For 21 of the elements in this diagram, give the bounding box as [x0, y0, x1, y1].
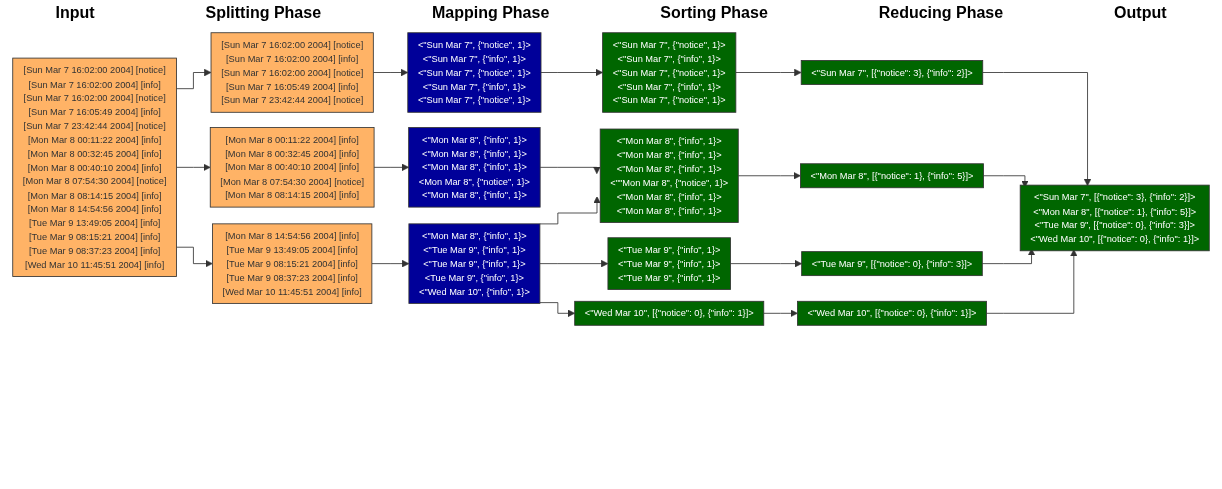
phase-heading: Input — [55, 4, 95, 22]
node-box: [Mon Mar 8 14:54:56 2004] [info] [Tue Mar 9 13:49:05 2004] [info] [Tue Mar 9 08:15:21 2004] [info] [Tue Mar 9 08:37:23 2004] [info] [Wed Mar 10 11:45:51 2004] [info] — [212, 223, 373, 304]
node-box: <"Mon Mar 8", {"info", 1}> <"Tue Mar 9", {"info", 1}> <"Tue Mar 9", {"info", 1}> <Tue Mar 9", {"info", 1}> <"Wed Mar 10", {"info", 1}> — [408, 223, 541, 304]
phase-heading: Splitting Phase — [205, 4, 322, 22]
phase-heading: Sorting Phase — [660, 4, 768, 22]
node-box: <"Sun Mar 7", [{"notice": 3}, {"info": 2}]> — [800, 60, 984, 85]
node-box: [Mon Mar 8 00:11:22 2004] [info] [Mon Mar 8 00:32:45 2004] [info] [Mon Mar 8 00:40:10 2004] [info] [Mon Mar 8 07:54:30 2004] [notice] [Mon Mar 8 08:14:15 2004] [info] — [209, 127, 375, 208]
node-box: <"Mon Mar 8", [{"notice": 1}, {"info": 5}]> — [800, 163, 984, 189]
node-box: <"Mon Mar 8", {"info", 1}> <"Mon Mar 8", {"info", 1}> <"Mon Mar 8", {"info", 1}> <""Mon Mar 8", {"notice", 1}> <"Mon Mar 8", {"info", 1}> <"Mon Mar 8", {"info", 1}> — [599, 128, 739, 223]
phase-heading: Output — [1114, 4, 1167, 22]
node-box: <"Tue Mar 9", {"info", 1}> <"Tue Mar 9", {"info", 1}> <"Tue Mar 9", {"info", 1}> — [607, 237, 731, 290]
node-box: <"Wed Mar 10", [{"notice": 0}, {"info": 1}]> — [797, 300, 987, 326]
phase-heading: Reducing Phase — [878, 4, 1004, 22]
node-box: <"Sun Mar 7", {"notice", 1}> <"Sun Mar 7", {"info", 1}> <"Sun Mar 7", {"notice", 1}> <"Sun Mar 7", {"info", 1}> <"Sun Mar 7", {"notice", 1}> — [602, 32, 737, 113]
node-box: <"Tue Mar 9", [{"notice": 0}, {"info": 3}]> — [801, 251, 983, 277]
node-box: <"Wed Mar 10", [{"notice": 0}, {"info": 1}]> — [574, 300, 765, 326]
node-box: <"Sun Mar 7", {"notice", 1}> <"Sun Mar 7", {"info", 1}> <"Sun Mar 7", {"notice", 1}> <"Sun Mar 7", {"info", 1}> <"Sun Mar 7", {"notice", 1}> — [407, 32, 542, 113]
node-box: <"Mon Mar 8", {"info", 1}> <"Mon Mar 8", {"info", 1}> <"Mon Mar 8", {"info", 1}> <Mon Mar 8", {"notice", 1}> <"Mon Mar 8", {"info", 1}> — [408, 127, 541, 208]
node-box: [Sun Mar 7 16:02:00 2004] [notice] [Sun Mar 7 16:02:00 2004] [info] [Sun Mar 7 16:02:00 2004] [notice] [Sun Mar 7 16:05:49 2004] [info] [Sun Mar 7 23:42:44 2004] [notice] [Mon Mar 8 00:11:22 2004] [info] [Mon Mar 8 00:32:45 2004] [info] [Mon Mar 8 00:40:10 2004] [info] [Mon Mar 8 07:54:30 2004] [notice] [Mon Mar 8 08:14:15 2004] [info] [Mon Mar 8 14:54:56 2004] [info] [Tue Mar 9 13:49:05 2004] [info] [Tue Mar 9 08:15:21 2004] [info] [Tue Mar 9 08:37:23 2004] [info] [Wed Mar 10 11:45:51 2004] [info] — [12, 57, 177, 277]
node-box: [Sun Mar 7 16:02:00 2004] [notice] [Sun Mar 7 16:02:00 2004] [info] [Sun Mar 7 16:02:00 2004] [notice] [Sun Mar 7 16:05:49 2004] [info] [Sun Mar 7 23:42:44 2004] [notice] — [210, 32, 374, 113]
node-box: <"Sun Mar 7", [{"notice": 3}, {"info": 2}]> <"Mon Mar 8", [{"notice": 1}, {"info": 5}]> <"Tue Mar 9", [{"notice": 0}, {"info": 3}]> <"Wed Mar 10", [{"notice": 0}, {"info": 1}]> — [1019, 184, 1210, 252]
